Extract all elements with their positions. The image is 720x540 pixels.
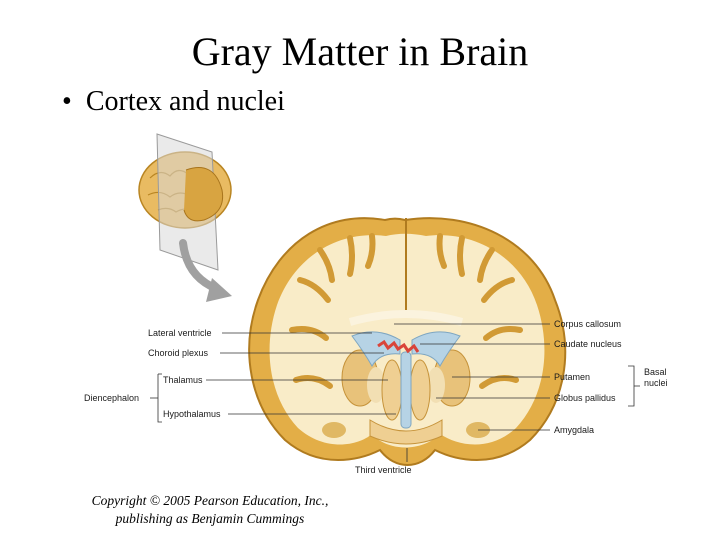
label-corpus-callosum: Corpus callosum xyxy=(554,319,621,329)
bullet-text: Cortex and nuclei xyxy=(85,86,285,117)
coronal-brain-section xyxy=(248,217,567,466)
leader-lines xyxy=(150,323,640,462)
label-thalamus: Thalamus xyxy=(163,375,203,385)
copyright-line-2: publishing as Benjamin Cummings xyxy=(115,511,305,526)
copyright-notice: Copyright © 2005 Pearson Education, Inc.… xyxy=(80,492,340,528)
label-putamen: Putamen xyxy=(554,372,590,382)
label-basal-line2: nuclei xyxy=(644,378,668,388)
label-choroid-plexus: Choroid plexus xyxy=(148,348,209,358)
whole-brain-icon xyxy=(138,133,232,271)
label-basal-line1: Basal xyxy=(644,367,667,377)
label-caudate-nucleus: Caudate nucleus xyxy=(554,339,622,349)
label-amygdala: Amygdala xyxy=(554,425,594,435)
label-third-ventricle: Third ventricle xyxy=(355,465,412,475)
label-diencephalon: Diencephalon xyxy=(84,393,139,403)
label-globus-pallidus: Globus pallidus xyxy=(554,393,616,403)
copyright-line-1: Copyright © 2005 Pearson Education, Inc.… xyxy=(91,493,329,508)
label-lateral-ventricle: Lateral ventricle xyxy=(148,328,212,338)
bullet-dot: • xyxy=(62,86,72,117)
bullet-item: • Cortex and nuclei xyxy=(62,86,285,118)
arrow-icon xyxy=(179,239,232,302)
label-hypothalamus: Hypothalamus xyxy=(163,409,221,419)
slide-title: Gray Matter in Brain xyxy=(191,29,529,74)
